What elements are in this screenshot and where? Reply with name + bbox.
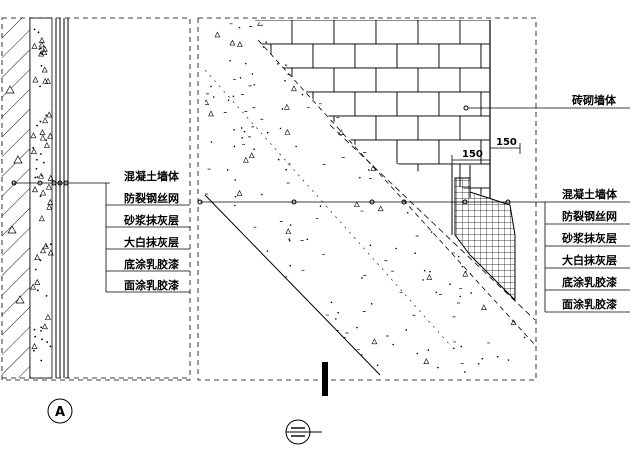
section-cut-mark bbox=[322, 362, 328, 396]
left-layer-label: 大白抹灰层 bbox=[124, 235, 179, 249]
left-layer-label: 面涂乳胶漆 bbox=[124, 278, 179, 292]
left-layer-labels: 混凝土墙体 防裂钢丝网 砂浆抹灰层 大白抹灰层 底涂乳胶漆 面涂乳胶漆 bbox=[124, 169, 180, 292]
left-layer-label: 混凝土墙体 bbox=[124, 169, 180, 183]
right-layer-label: 防裂钢丝网 bbox=[562, 209, 617, 223]
detail-index-symbol bbox=[285, 419, 322, 445]
right-layer-label: 底涂乳胶漆 bbox=[562, 275, 617, 289]
brick-leader: 砖砌墙体 bbox=[463, 93, 630, 111]
diagonal-layers bbox=[204, 39, 536, 376]
dimension-label-left: 150 bbox=[462, 149, 483, 160]
section-mark-a: A bbox=[47, 398, 73, 424]
dimension-150: 150 150 bbox=[451, 137, 521, 166]
right-layer-label: 面涂乳胶漆 bbox=[562, 297, 617, 311]
brick-wall-label: 砖砌墙体 bbox=[572, 93, 617, 107]
right-layer-labels: 混凝土墙体 防裂钢丝网 砂浆抹灰层 大白抹灰层 底涂乳胶漆 面涂乳胶漆 bbox=[562, 187, 618, 311]
right-detail-frame bbox=[197, 17, 537, 381]
left-layer-label: 防裂钢丝网 bbox=[124, 191, 179, 205]
wire-mesh bbox=[451, 165, 516, 302]
left-layer-label: 底涂乳胶漆 bbox=[124, 257, 179, 271]
left-layer-label: 砂浆抹灰层 bbox=[124, 213, 179, 227]
right-layer-label: 大白抹灰层 bbox=[562, 253, 617, 267]
right-leader bbox=[197, 199, 630, 313]
right-layer-label: 混凝土墙体 bbox=[562, 187, 618, 201]
section-mark-label: A bbox=[55, 405, 65, 420]
dimension-label-right: 150 bbox=[496, 137, 517, 148]
left-leader bbox=[11, 180, 190, 293]
right-layer-label: 砂浆抹灰层 bbox=[562, 231, 617, 245]
left-wall-section bbox=[1, 17, 191, 381]
